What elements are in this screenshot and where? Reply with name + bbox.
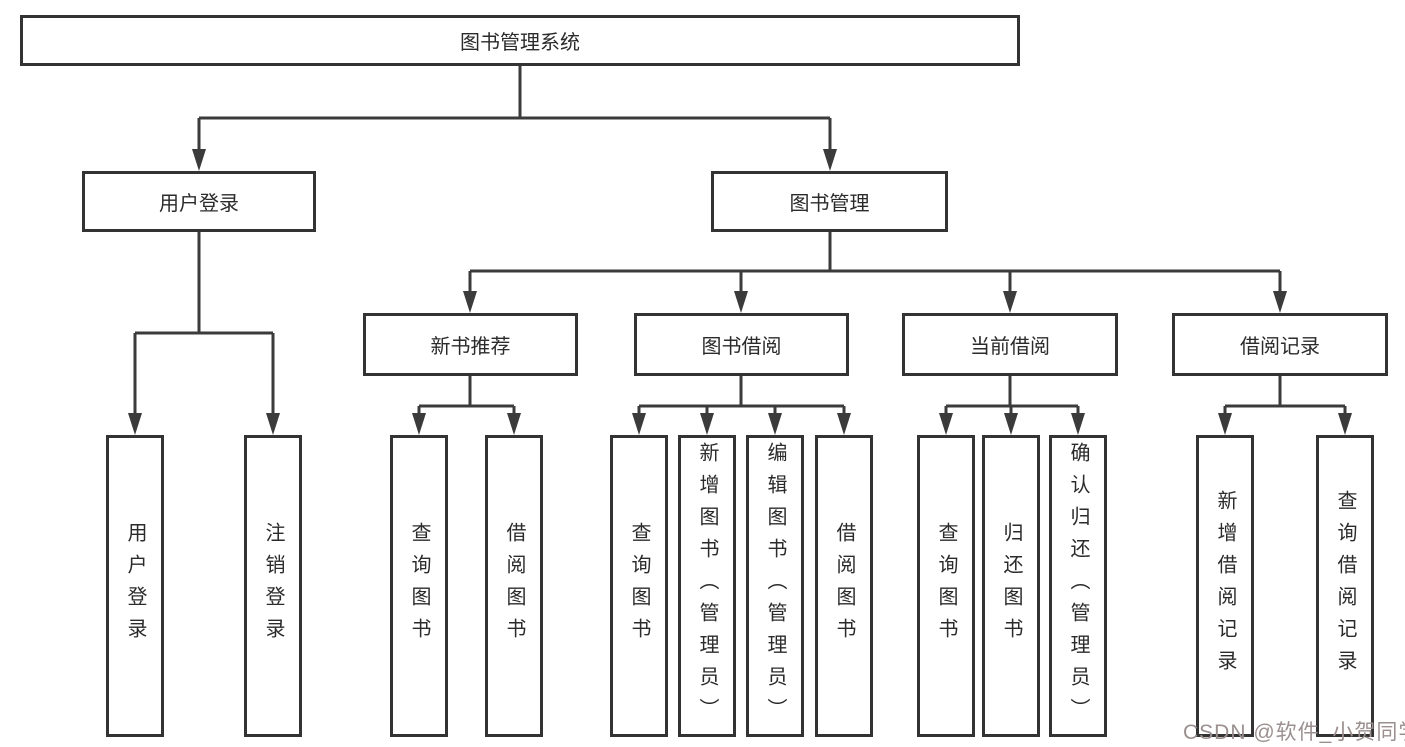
- node-current-borrow: 当前借阅: [902, 313, 1118, 376]
- leaf-label: 查询图书: [935, 522, 957, 650]
- leaf-add-borrow-record: 新增借阅记录: [1196, 435, 1254, 737]
- leaf-label: 新增借阅记录: [1214, 490, 1236, 682]
- node-borrow-records: 借阅记录: [1172, 313, 1388, 376]
- node-book-management: 图书管理: [711, 171, 948, 232]
- leaf-label: 借阅图书: [503, 522, 525, 650]
- leaf-query-book-recommend: 查询图书: [390, 435, 448, 737]
- leaf-return-book: 归还图书: [982, 435, 1040, 737]
- leaf-label: 查询图书: [628, 522, 650, 650]
- leaf-label: 编辑图书（管理员）: [764, 442, 786, 730]
- leaf-label: 借阅图书: [833, 522, 855, 650]
- node-book-borrow: 图书借阅: [634, 313, 849, 376]
- leaf-label: 查询图书: [408, 522, 430, 650]
- leaf-label: 归还图书: [1000, 522, 1022, 650]
- leaf-borrow-book: 借阅图书: [815, 435, 873, 737]
- leaf-label: 新增图书（管理员）: [696, 442, 718, 730]
- leaf-confirm-return-admin: 确认归还（管理员）: [1049, 435, 1107, 737]
- leaf-borrow-book-recommend: 借阅图书: [485, 435, 543, 737]
- leaf-query-borrow-record: 查询借阅记录: [1316, 435, 1374, 737]
- leaf-label: 查询借阅记录: [1334, 490, 1356, 682]
- leaf-label: 用户登录: [124, 522, 146, 650]
- node-user-login: 用户登录: [82, 171, 316, 232]
- leaf-add-book-admin: 新增图书（管理员）: [678, 435, 736, 737]
- leaf-edit-book-admin: 编辑图书（管理员）: [746, 435, 804, 737]
- leaf-user-login: 用户登录: [106, 435, 164, 737]
- leaf-label: 确认归还（管理员）: [1067, 442, 1089, 730]
- leaf-query-book-current: 查询图书: [917, 435, 975, 737]
- csdn-watermark: CSDN @软件_小贺同学: [1183, 721, 1405, 744]
- node-library-management-system: 图书管理系统: [20, 15, 1020, 66]
- node-new-book-recommend: 新书推荐: [363, 313, 578, 376]
- leaf-logout: 注销登录: [244, 435, 302, 737]
- leaf-query-book-borrow: 查询图书: [610, 435, 668, 737]
- leaf-label: 注销登录: [262, 522, 284, 650]
- arrowheads: [128, 149, 1352, 435]
